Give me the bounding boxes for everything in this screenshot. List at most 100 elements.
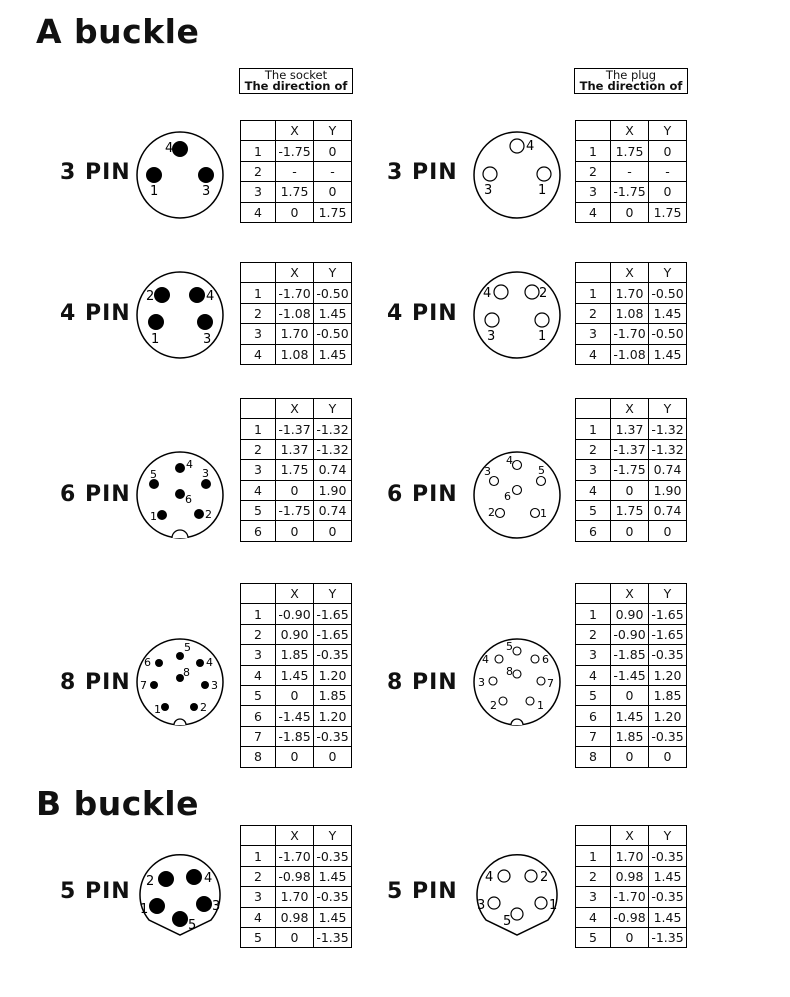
pin-number-cell: 5: [575, 684, 611, 707]
y-value-cell: 1.20: [648, 664, 687, 686]
y-value-cell: -1.35: [648, 926, 687, 949]
header-y-cell: Y: [313, 119, 352, 142]
pin-number-cell: 2: [575, 160, 611, 183]
y-value-cell: 1.85: [313, 684, 352, 707]
header-y-cell: Y: [648, 824, 687, 847]
y-value-cell: -1.35: [313, 926, 352, 949]
y-value-cell: -0.35: [648, 845, 687, 867]
x-value-cell: 0: [610, 520, 649, 542]
y-value-cell: -: [648, 160, 687, 183]
pin-number-cell: 1: [240, 845, 276, 867]
pin-dot: [158, 871, 174, 887]
pin-number-cell: 7: [575, 725, 611, 748]
pin-number-cell: 1: [575, 603, 611, 625]
plug-4pin-label: 4 PIN: [387, 301, 458, 326]
pin-dot: [197, 314, 213, 330]
y-value-cell: 1.45: [648, 343, 687, 365]
y-value-cell: 1.75: [648, 201, 687, 223]
y-value-cell: 1.45: [648, 302, 687, 325]
x-value-cell: 0: [610, 926, 649, 949]
header-y-cell: Y: [313, 824, 352, 847]
y-value-cell: 1.90: [648, 479, 687, 501]
x-value-cell: 1.70: [610, 845, 649, 867]
pin-hole: [484, 312, 500, 328]
pin-number: 2: [200, 701, 207, 714]
header-blank-cell: [240, 119, 276, 142]
pin-number-cell: 2: [575, 623, 611, 646]
pin-number: 4: [526, 139, 534, 154]
pin-hole: [494, 507, 506, 519]
header-y-cell: Y: [648, 582, 687, 605]
connector-outline: [139, 854, 221, 936]
pin-dot: [176, 652, 184, 660]
pin-number-cell: 8: [240, 746, 276, 768]
y-value-cell: 0: [313, 140, 352, 162]
x-value-cell: 1.70: [275, 323, 314, 345]
plug-8pin-label: 8 PIN: [387, 670, 458, 695]
plug-direction-line2: The direction of: [579, 79, 683, 93]
x-value-cell: -1.75: [610, 459, 649, 481]
table-row: 3-1.70-0.50: [575, 323, 687, 345]
pin-number-cell: 1: [575, 418, 611, 440]
x-value-cell: -1.08: [275, 302, 314, 325]
pin-number-cell: 2: [240, 438, 276, 461]
socket-3pin-label: 3 PIN: [60, 160, 131, 185]
y-value-cell: 0.74: [648, 459, 687, 481]
pin-hole: [536, 676, 546, 686]
table-row: 1-0.90-1.65: [240, 603, 352, 625]
y-value-cell: 0: [648, 746, 687, 768]
pin-hole: [529, 507, 541, 519]
pin-number: 6: [504, 490, 511, 503]
pin-dot: [176, 674, 184, 682]
pin-number-cell: 1: [575, 282, 611, 304]
x-value-cell: -1.75: [275, 499, 314, 522]
header-x-cell: X: [610, 261, 649, 284]
header-x-cell: X: [275, 119, 314, 142]
x-value-cell: 0: [275, 520, 314, 542]
socket-4pin-label: 4 PIN: [60, 301, 131, 326]
connector-outline: [136, 271, 224, 359]
connector-outline: [473, 271, 561, 359]
pin-dot: [149, 898, 165, 914]
pin-number: 3: [202, 184, 210, 199]
y-value-cell: -1.32: [313, 418, 352, 440]
pin-number-cell: 2: [575, 302, 611, 325]
pin-number: 6: [185, 493, 192, 506]
pin-dot: [148, 314, 164, 330]
y-value-cell: 0: [648, 520, 687, 542]
header-blank-cell: [240, 582, 276, 605]
pin-hole: [510, 907, 524, 921]
pin-number-cell: 5: [240, 926, 276, 949]
pin-dot: [189, 287, 205, 303]
y-value-cell: 1.45: [313, 302, 352, 325]
y-value-cell: -0.35: [648, 725, 687, 748]
pin-hole: [534, 896, 548, 910]
x-value-cell: 0: [275, 926, 314, 949]
x-value-cell: 0.90: [610, 603, 649, 625]
pin-number-cell: 3: [240, 459, 276, 481]
keyway-notch: [171, 529, 189, 539]
pin-number: 4: [204, 871, 212, 886]
socket-direction-label: The socket The direction of: [239, 68, 353, 94]
y-value-cell: 1.45: [648, 906, 687, 928]
header-y-cell: Y: [313, 261, 352, 284]
x-value-cell: -1.70: [610, 323, 649, 345]
x-value-cell: 1.45: [610, 705, 649, 727]
pin-hole: [488, 676, 498, 686]
plug-5pin-diagram: 4 2 3 1 5: [476, 854, 558, 936]
pin-number-cell: 7: [240, 725, 276, 748]
pin-number-cell: 4: [575, 664, 611, 686]
